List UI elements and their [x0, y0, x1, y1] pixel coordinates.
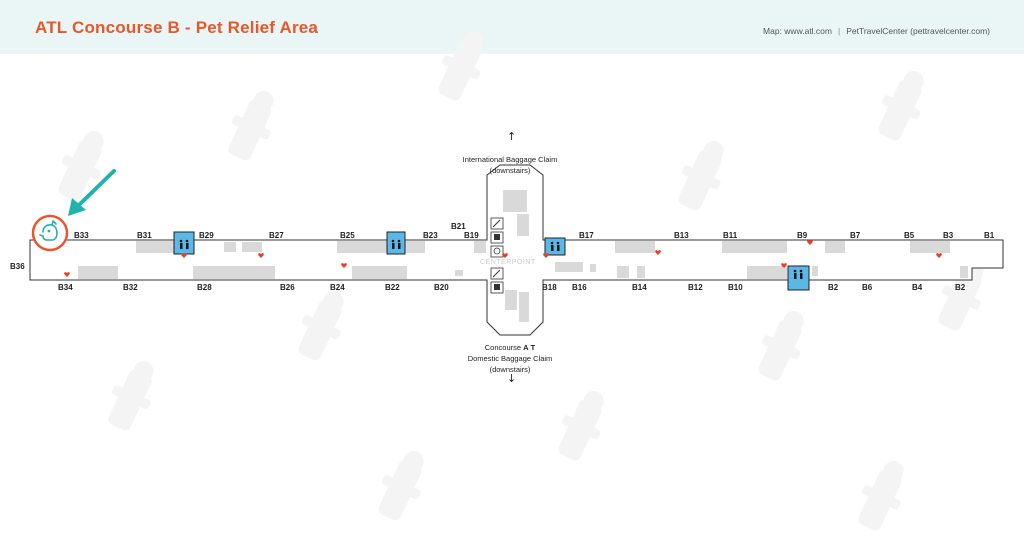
gate-south-b20: B20	[434, 283, 449, 292]
gate-north-b11: B11	[723, 231, 738, 240]
pet-relief-area-marker	[31, 214, 69, 252]
gate-south-b32: B32	[123, 283, 138, 292]
international-baggage-label: International Baggage Claim	[462, 155, 558, 164]
gate-south-b2: B2	[828, 283, 839, 292]
international-baggage-note: International Baggage Claim (downstairs)	[450, 154, 570, 176]
gate-north-b9: B9	[797, 231, 808, 240]
gate-south-b26: B26	[280, 283, 295, 292]
pet-relief-pointer-arrow	[68, 169, 116, 216]
gate-south-b4: B4	[912, 283, 923, 292]
gate-north-b29: B29	[199, 231, 214, 240]
centerpoint-label: CENTERPOINT	[480, 259, 536, 266]
gate-north-b1: B1	[984, 231, 995, 240]
gate-south-b34: B34	[58, 283, 73, 292]
north-arrow: ↑	[507, 130, 517, 143]
gate-north-b17: B17	[579, 231, 594, 240]
domestic-baggage-label: Domestic Baggage Claim	[467, 354, 553, 363]
gate-north-b25: B25	[340, 231, 355, 240]
page-title: ATL Concourse B - Pet Relief Area	[35, 18, 319, 37]
concourse-outline	[29, 164, 1004, 336]
gate-north-b5: B5	[904, 231, 915, 240]
gate-north-b21: B21	[451, 222, 466, 231]
gate-south-b6: B6	[862, 283, 873, 292]
gate-south-b2: B2	[955, 283, 966, 292]
gate-north-b33: B33	[74, 231, 89, 240]
map-credits: Map: www.atl.com | PetTravelCenter (pettra…	[763, 26, 990, 36]
concourse-a-t-label: Concourse A T	[484, 343, 536, 352]
dog-head-icon	[39, 220, 58, 241]
credit-pet-travel: PetTravelCenter (pettravelcenter.com)	[846, 26, 990, 36]
gate-north-b23: B23	[423, 231, 438, 240]
gate-south-b12: B12	[688, 283, 703, 292]
gate-south-b16: B16	[572, 283, 587, 292]
concourse-rooms	[78, 190, 968, 322]
watermark-pattern	[58, 30, 984, 531]
gate-south-b28: B28	[197, 283, 212, 292]
international-downstairs-label: (downstairs)	[489, 166, 531, 175]
gate-north-b31: B31	[137, 231, 152, 240]
gate-north-b3: B3	[943, 231, 954, 240]
gate-north-b27: B27	[269, 231, 284, 240]
gate-south-b10: B10	[728, 283, 743, 292]
domestic-baggage-note: Concourse A T Domestic Baggage Claim (do…	[450, 342, 570, 375]
gate-south-b36: B36	[10, 262, 25, 271]
gate-north-b13: B13	[674, 231, 689, 240]
gate-south-b24: B24	[330, 283, 345, 292]
gate-south-b18: B18	[542, 283, 557, 292]
gate-north-b19: B19	[464, 231, 479, 240]
credit-separator: |	[838, 26, 841, 36]
header-bar: ATL Concourse B - Pet Relief Area Map: w…	[0, 0, 1024, 54]
south-arrow: ↓	[507, 372, 517, 385]
gate-south-b14: B14	[632, 283, 647, 292]
aed-markers	[64, 240, 942, 277]
gate-north-b7: B7	[850, 231, 861, 240]
gate-south-b22: B22	[385, 283, 400, 292]
transit-icons	[490, 217, 504, 294]
credit-map-source: Map: www.atl.com	[763, 26, 832, 36]
domestic-downstairs-label: (downstairs)	[489, 365, 531, 374]
